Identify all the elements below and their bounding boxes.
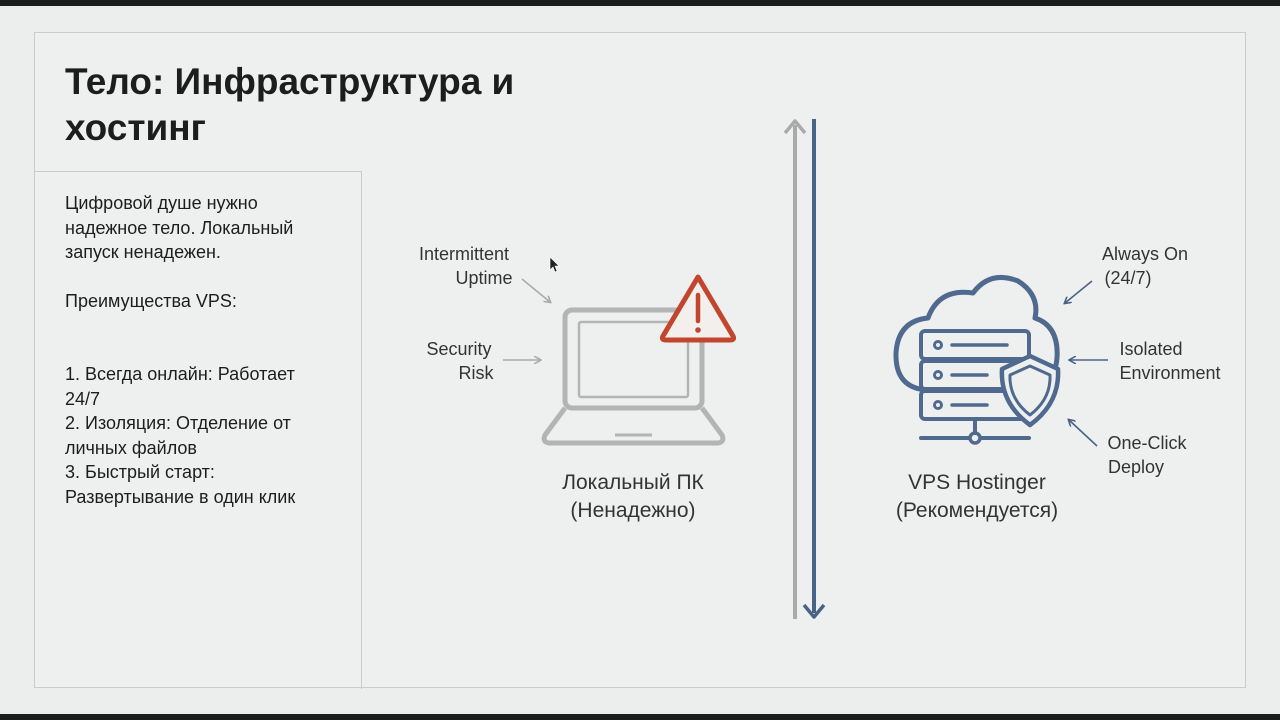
deploy-pointer-arrow — [1069, 420, 1098, 447]
window-bottom-bar — [0, 714, 1280, 720]
list-item-2-line2: личных файлов — [65, 437, 197, 458]
local-pc-caption-line1: Локальный ПК — [562, 471, 704, 494]
warning-icon — [659, 274, 737, 343]
intro-text: Цифровой душе нужно надежное тело. Локал… — [65, 191, 355, 265]
left-text-panel — [34, 171, 362, 689]
vps-caption-line2: (Рекомендуется) — [896, 499, 1058, 522]
label-risk-line2: Risk — [459, 363, 495, 383]
intro-line2: надежное тело. Локальный — [65, 217, 294, 238]
shield-icon — [999, 353, 1061, 428]
list-item-3-line1: 3. Быстрый старт: — [65, 462, 215, 482]
label-24-7-line2: (24/7) — [1104, 268, 1151, 288]
label-uptime-line2: Uptime — [455, 268, 512, 288]
vps-caption-line1: VPS Hostinger — [908, 471, 1046, 494]
divider-up-arrow — [783, 119, 807, 619]
advantages-heading: Преимущества VPS: — [65, 291, 237, 311]
always-on-pointer-arrow — [1065, 280, 1093, 303]
divider-down-arrow — [802, 119, 826, 619]
slide-title-line1: Тело: Инфраструктура и — [65, 61, 515, 102]
list-item-2-line1: 2. Изоляция: Отделение от — [65, 413, 291, 433]
list-item-1-line1: 1. Всегда онлайн: Работает — [65, 364, 295, 384]
list-item-3-line2: Развертывание в один клик — [65, 486, 296, 507]
label-always-on-line1: Always On — [1102, 244, 1188, 264]
uptime-pointer-arrow — [521, 278, 550, 302]
label-intermittent-line1: Intermittent — [419, 244, 509, 264]
advantages-list: 1. Всегда онлайн: Работает 24/7 2. Изоля… — [65, 362, 355, 509]
label-environment-line2: Environment — [1119, 363, 1220, 383]
label-isolated-line1: Isolated — [1119, 339, 1182, 359]
mouse-cursor-icon — [549, 256, 560, 273]
laptop-icon — [541, 307, 726, 446]
window-top-bar — [0, 0, 1280, 6]
intro-line1: Цифровой душе нужно — [65, 193, 258, 213]
label-security-line1: Security — [426, 339, 491, 359]
label-deploy-line2: Deploy — [1108, 457, 1164, 477]
intro-line3: запуск ненадежен. — [65, 242, 221, 262]
list-item-1-line2: 24/7 — [65, 388, 101, 409]
slide-title: Тело: Инфраструктура и хостинг — [65, 59, 665, 151]
comparison-diagram: Intermittent Uptime Security Risk Локаль… — [419, 119, 1221, 619]
slide: Тело: Инфраструктура и хостинг Цифровой … — [34, 32, 1246, 689]
label-one-click-line1: One-Click — [1107, 433, 1187, 453]
slide-title-line2: хостинг — [65, 107, 206, 148]
local-pc-caption-line2: (Ненадежно) — [570, 499, 695, 522]
